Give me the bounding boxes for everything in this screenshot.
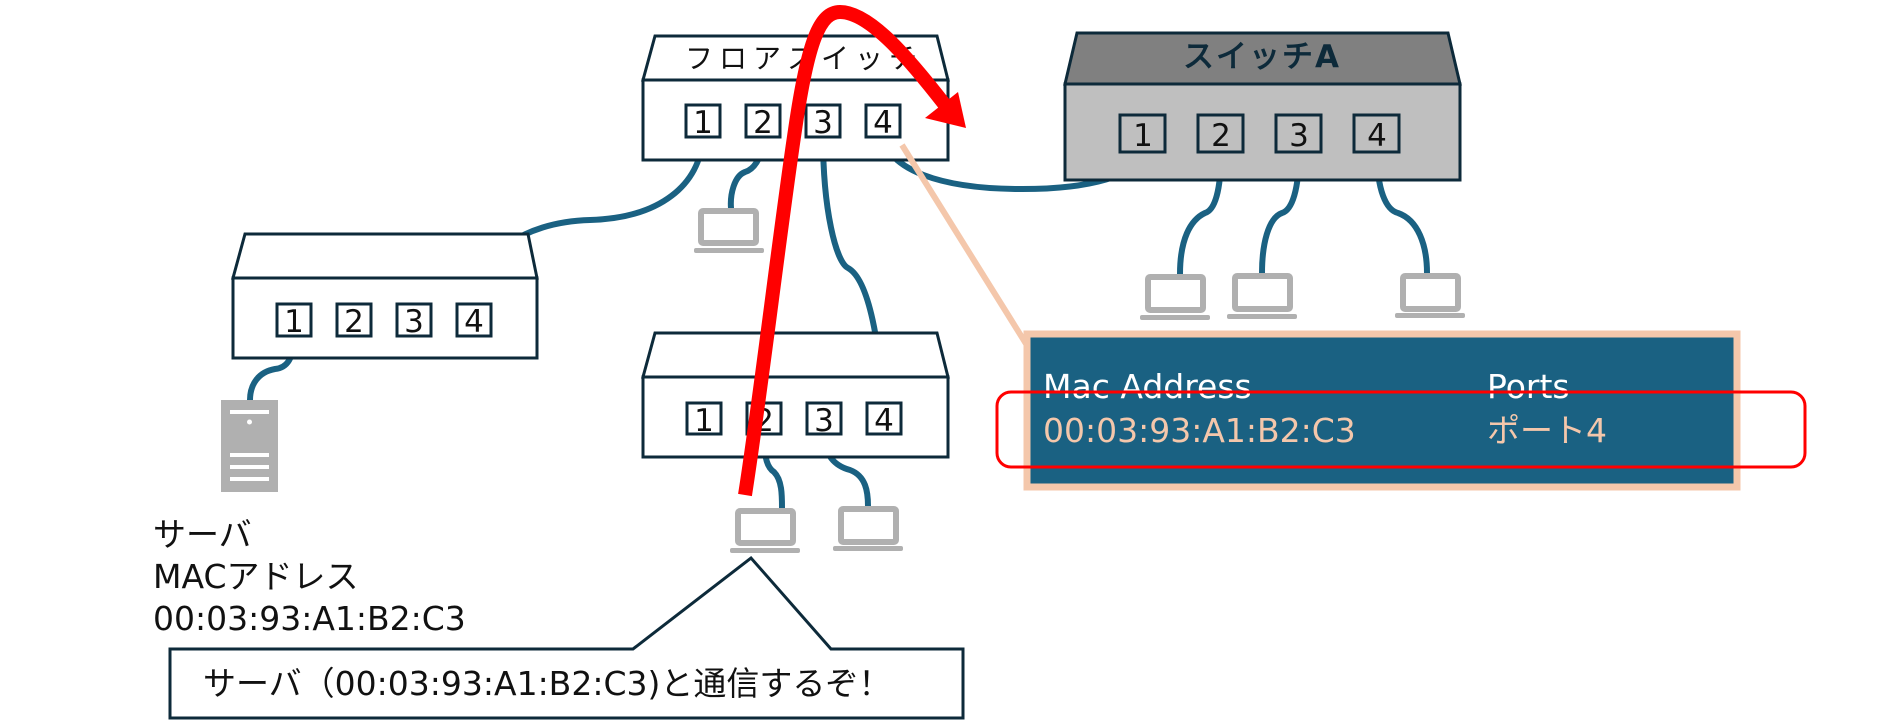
laptop-icon xyxy=(1395,273,1465,318)
svg-text:4: 4 xyxy=(874,403,894,439)
arrowhead-icon xyxy=(925,92,966,128)
lower-switch-top xyxy=(641,331,950,379)
floor-switch-port-3: 3 xyxy=(804,103,842,141)
floor-switch-port-4: 4 xyxy=(864,103,902,141)
switch-a-port-2: 2 xyxy=(1196,113,1245,154)
left-switch-port-1: 1 xyxy=(275,302,313,340)
floor-switch-port-2: 2 xyxy=(744,103,782,141)
table-pointer-line xyxy=(899,143,1036,357)
table-cell-mac: 00:03:93:A1:B2:C3 xyxy=(1043,411,1356,450)
callout-text: サーバ（00:03:93:A1:B2:C3)と通信するぞ！ xyxy=(203,664,891,703)
svg-text:3: 3 xyxy=(814,403,834,439)
switch-a-port-4: 4 xyxy=(1352,113,1401,154)
laptop-icon xyxy=(1140,274,1210,320)
svg-text:2: 2 xyxy=(1211,118,1231,154)
svg-text:1: 1 xyxy=(694,403,714,439)
laptop-icon xyxy=(694,208,764,253)
svg-text:1: 1 xyxy=(1133,118,1153,154)
svg-text:3: 3 xyxy=(404,304,424,340)
speech-callout: サーバ（00:03:93:A1:B2:C3)と通信するぞ！ xyxy=(168,555,965,720)
server-icon xyxy=(221,400,278,492)
svg-text:1: 1 xyxy=(284,304,304,340)
table-header-ports: Ports xyxy=(1487,367,1570,406)
server-mac-value: 00:03:93:A1:B2:C3 xyxy=(153,599,466,638)
lower-switch-port-3: 3 xyxy=(805,401,843,439)
laptop-icon xyxy=(1227,273,1297,319)
left-switch-port-4: 4 xyxy=(455,302,493,340)
svg-text:2: 2 xyxy=(753,105,773,141)
lower-switch-port-1: 1 xyxy=(685,401,723,439)
floor-switch-port-1: 1 xyxy=(684,103,722,141)
left-switch-port-3: 3 xyxy=(395,302,433,340)
frame-flow-arrow xyxy=(738,4,966,497)
svg-text:1: 1 xyxy=(693,105,713,141)
table-row-highlight xyxy=(995,390,1807,469)
svg-text:4: 4 xyxy=(464,304,484,340)
lower-switch-port-4: 4 xyxy=(865,401,903,439)
lower-switch: 1 2 3 4 xyxy=(641,331,950,459)
laptop-icon xyxy=(730,508,800,553)
server-mac-label: MACアドレス xyxy=(153,557,359,596)
switch-a-port-3: 3 xyxy=(1274,113,1323,154)
svg-text:3: 3 xyxy=(813,105,833,141)
laptop-icon xyxy=(833,506,903,551)
switch-a-title: スイッチA xyxy=(1183,39,1341,75)
table-header-mac: Mac Address xyxy=(1043,367,1252,406)
left-switch: 1 2 3 4 xyxy=(231,232,539,360)
table-cell-port: ポート4 xyxy=(1487,411,1607,450)
server-label: サーバ xyxy=(153,515,252,554)
left-switch-top xyxy=(231,232,539,280)
svg-text:4: 4 xyxy=(873,105,893,141)
svg-text:2: 2 xyxy=(344,304,364,340)
switch-a-port-1: 1 xyxy=(1118,113,1167,154)
mac-address-table: Mac Address Ports 00:03:93:A1:B2:C3 ポート4 xyxy=(1023,330,1741,491)
left-switch-port-2: 2 xyxy=(335,302,373,340)
svg-text:4: 4 xyxy=(1367,118,1387,154)
switch-a: スイッチA 1 2 3 4 xyxy=(1063,31,1462,182)
svg-text:3: 3 xyxy=(1289,118,1309,154)
